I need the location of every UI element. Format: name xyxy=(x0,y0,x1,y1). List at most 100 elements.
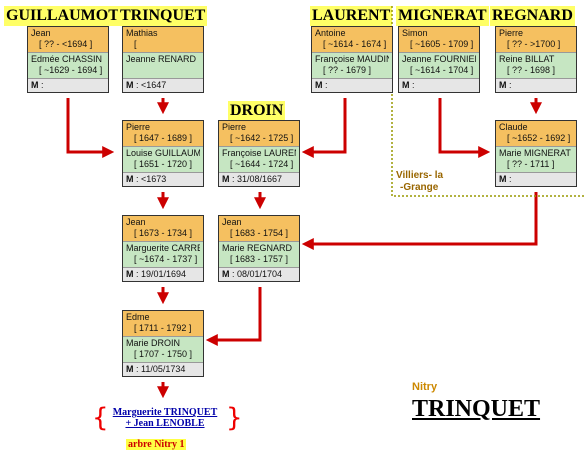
couple-card-pierre-guillaumot[interactable]: Pierre [ 1647 - 1689 ] Louise GUILLAUMOT… xyxy=(122,120,204,187)
husband-dates: [ 1673 - 1734 ] xyxy=(134,228,193,238)
wife-cell: Françoise MAUDINÉ [ ?? - 1679 ] xyxy=(312,53,392,79)
descendant-link[interactable]: Marguerite TRINQUET + Jean LENOBLE xyxy=(104,407,226,429)
couple-card-mathias-renard[interactable]: Mathias [ Jeanne RENARD M : <1647 xyxy=(122,26,204,93)
wife-name: Marie MIGNERAT xyxy=(499,148,571,158)
husband-cell: Claude [ ~1652 - 1692 ] xyxy=(496,121,576,147)
marriage-label: M xyxy=(499,80,507,90)
wife-name: Françoise LAURENT xyxy=(222,148,296,158)
husband-dates: [ 1683 - 1754 ] xyxy=(230,228,289,238)
marriage-label: M xyxy=(402,80,410,90)
left-brace: { xyxy=(92,403,109,433)
marriage-date: : xyxy=(412,80,415,90)
marriage-date: : 08/01/1704 xyxy=(232,269,283,279)
wife-name: Louise GUILLAUMOT xyxy=(126,148,200,158)
husband-cell: Mathias [ xyxy=(123,27,203,53)
marriage-cell: M : 11/05/1734 xyxy=(123,363,203,376)
wife-dates: [ 1651 - 1720 ] xyxy=(134,159,193,169)
wife-name: Marie REGNARD xyxy=(222,243,293,253)
couple-card-jean-chassin[interactable]: Jean [ ?? - <1694 ] Edmée CHASSIN [ ~162… xyxy=(27,26,109,93)
husband-cell: Pierre [ ?? - >1700 ] xyxy=(496,27,576,53)
marriage-date: : xyxy=(509,80,512,90)
arrow-mignerat-to-regnard xyxy=(301,192,538,250)
marriage-cell: M : 08/01/1704 xyxy=(219,268,299,281)
husband-dates: [ ?? - >1700 ] xyxy=(507,39,561,49)
wife-cell: Marie DROIN [ 1707 - 1750 ] xyxy=(123,337,203,363)
husband-name: Simon xyxy=(402,28,428,38)
husband-dates: [ ~1614 - 1674 ] xyxy=(323,39,387,49)
arrow-chassin-to-guillaumot xyxy=(66,98,115,158)
couple-card-jean-regnard[interactable]: Jean [ 1683 - 1754 ] Marie REGNARD [ 168… xyxy=(218,215,300,282)
marriage-cell: M : xyxy=(28,79,108,92)
husband-cell: Antoine [ ~1614 - 1674 ] xyxy=(312,27,392,53)
husband-name: Pierre xyxy=(126,122,151,132)
family-label-mignerat: MIGNERAT xyxy=(396,6,489,26)
marriage-date: : 31/08/1667 xyxy=(232,174,283,184)
wife-name: Jeanne FOURNIER xyxy=(402,54,476,64)
arrow-maudine-to-laurent xyxy=(301,98,347,158)
wife-dates: [ ?? - 1711 ] xyxy=(507,159,555,169)
husband-cell: Edme [ 1711 - 1792 ] xyxy=(123,311,203,337)
husband-dates: [ xyxy=(134,39,137,49)
marriage-label: M xyxy=(315,80,323,90)
village-label: Villiers- la -Grange xyxy=(396,170,443,194)
husband-dates: [ ~1652 - 1692 ] xyxy=(507,133,571,143)
family-label-droin: DROIN xyxy=(228,101,286,121)
marriage-cell: M : 19/01/1694 xyxy=(123,268,203,281)
family-label-trinquet: TRINQUET xyxy=(118,6,208,26)
wife-dates: [ ?? - 1698 ] xyxy=(507,65,556,75)
husband-dates: [ ~1605 - 1709 ] xyxy=(410,39,474,49)
wife-name: Edmée CHASSIN xyxy=(31,54,103,64)
marriage-label: M xyxy=(126,80,134,90)
couple-card-edme-droin[interactable]: Edme [ 1711 - 1792 ] Marie DROIN [ 1707 … xyxy=(122,310,204,377)
wife-cell: Edmée CHASSIN [ ~1629 - 1694 ] xyxy=(28,53,108,79)
couple-card-pierre-billat[interactable]: Pierre [ ?? - >1700 ] Reine BILLAT [ ?? … xyxy=(495,26,577,93)
arrow-regnard-to-droin xyxy=(205,287,262,346)
couple-card-simon-fournier[interactable]: Simon [ ~1605 - 1709 ] Jeanne FOURNIER [… xyxy=(398,26,480,93)
wife-cell: Marguerite CARRE [ ~1674 - 1737 ] xyxy=(123,242,203,268)
husband-name: Antoine xyxy=(315,28,346,38)
village-line1: Villiers- la xyxy=(396,170,444,181)
wife-cell: Reine BILLAT [ ?? - 1698 ] xyxy=(496,53,576,79)
marriage-label: M xyxy=(222,269,230,279)
marriage-date: : <1647 xyxy=(136,80,167,90)
husband-name: Jean xyxy=(31,28,51,38)
wife-cell: Marie MIGNERAT [ ?? - 1711 ] xyxy=(496,147,576,173)
descendant-name[interactable]: Marguerite TRINQUET xyxy=(112,407,218,418)
wife-cell: Jeanne RENARD xyxy=(123,53,203,79)
family-label-regnard: REGNARD xyxy=(490,6,575,26)
descendant-spouse[interactable]: + Jean LENOBLE xyxy=(125,418,205,429)
couple-card-jean-carre[interactable]: Jean [ 1673 - 1734 ] Marguerite CARRE [ … xyxy=(122,215,204,282)
wife-cell: Françoise LAURENT [ ~1644 - 1724 ] xyxy=(219,147,299,173)
wife-dates: [ 1707 - 1750 ] xyxy=(134,349,193,359)
village-line2: -Grange xyxy=(400,182,439,193)
husband-cell: Jean [ 1673 - 1734 ] xyxy=(123,216,203,242)
wife-dates xyxy=(126,65,200,76)
couple-card-pierre-laurent[interactable]: Pierre [ ~1642 - 1725 ] Françoise LAUREN… xyxy=(218,120,300,187)
marriage-cell: M : <1647 xyxy=(123,79,203,92)
wife-cell: Marie REGNARD [ 1683 - 1757 ] xyxy=(219,242,299,268)
marriage-date: : xyxy=(509,174,512,184)
husband-name: Edme xyxy=(126,312,150,322)
marriage-label: M xyxy=(126,174,134,184)
arrow-fournier-to-mignerat xyxy=(438,98,491,158)
husband-name: Pierre xyxy=(222,122,247,132)
marriage-cell: M : xyxy=(496,173,576,186)
wife-cell: Jeanne FOURNIER [ ~1614 - 1704 ] xyxy=(399,53,479,79)
wife-dates: [ 1683 - 1757 ] xyxy=(230,254,289,264)
couple-card-antoine-maudine[interactable]: Antoine [ ~1614 - 1674 ] Françoise MAUDI… xyxy=(311,26,393,93)
wife-name: Reine BILLAT xyxy=(499,54,555,64)
wife-name: Marguerite CARRE xyxy=(126,243,200,253)
right-brace: } xyxy=(226,403,243,433)
couple-card-claude-mignerat[interactable]: Claude [ ~1652 - 1692 ] Marie MIGNERAT [… xyxy=(495,120,577,187)
family-label-laurent: LAURENT xyxy=(310,6,393,26)
husband-cell: Jean [ ?? - <1694 ] xyxy=(28,27,108,53)
wife-dates: [ ~1629 - 1694 ] xyxy=(39,65,103,75)
tree-reference[interactable]: arbre Nitry 1 xyxy=(126,439,187,450)
marriage-cell: M : xyxy=(399,79,479,92)
marriage-label: M xyxy=(31,80,39,90)
husband-cell: Simon [ ~1605 - 1709 ] xyxy=(399,27,479,53)
marriage-date: : 19/01/1694 xyxy=(136,269,187,279)
marriage-date: : <1673 xyxy=(136,174,167,184)
marriage-date: : xyxy=(325,80,328,90)
